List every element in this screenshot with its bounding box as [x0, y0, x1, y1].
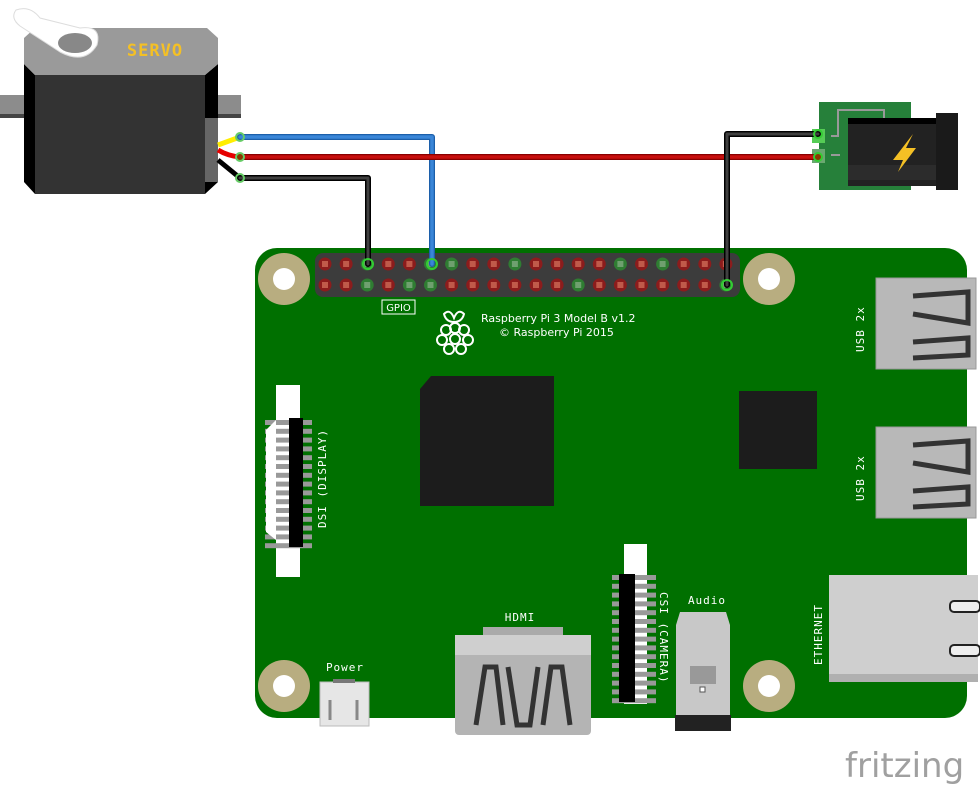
gpio-pin-pad: [343, 282, 350, 288]
connector-pad: [265, 525, 312, 531]
gpio-label-box: [381, 299, 416, 315]
gpio-pin-pad: [490, 282, 497, 288]
gpio-pin-pad: [448, 282, 455, 288]
ethernet-label: ETHERNET: [812, 604, 825, 665]
connector-pad: [265, 472, 312, 478]
dc-power-jack[interactable]: [812, 102, 958, 190]
micro-usb-power-port[interactable]: [319, 679, 370, 727]
connector-pad: [265, 516, 312, 522]
dsi-label: DSI (DISPLAY): [316, 429, 329, 528]
gpio-pin-pad: [511, 261, 518, 267]
hdmi-port[interactable]: [455, 627, 591, 735]
raspberry-logo-icon: [436, 310, 474, 355]
board-title: Raspberry Pi 3 Model B v1.2: [481, 312, 635, 325]
connector-pad: [265, 534, 312, 540]
gpio-pin-pad: [533, 282, 539, 288]
connector-pad: [265, 420, 312, 425]
gpio-pin-pad: [533, 261, 539, 267]
gpio-pin-pad: [554, 282, 561, 288]
gpio-pin-pad: [596, 282, 603, 288]
connector-pad: [265, 508, 312, 513]
gpio-pin-pad: [617, 261, 624, 267]
raspberry-pi-board[interactable]: GPIO Raspberry Pi 3 Model B v1.2 © Raspb…: [255, 248, 980, 735]
gpio-pin-pad: [364, 282, 371, 288]
gpio-pin-pad: [701, 282, 708, 288]
gpio-pin-pad: [511, 282, 518, 288]
servo-label: SERVO: [127, 41, 183, 61]
connector-pad: [265, 543, 312, 549]
connector-pad: [265, 481, 312, 487]
gpio-label: GPIO: [386, 303, 411, 314]
lan-chip: [739, 391, 817, 469]
connector-pad: [265, 455, 312, 461]
gpio-pin-pad: [680, 261, 687, 267]
servo-body: [35, 75, 205, 194]
audio-jack[interactable]: [675, 612, 731, 731]
connector-pad: [265, 446, 312, 452]
gpio-pin-pad: [659, 282, 666, 288]
gpio-pin-pad: [575, 261, 582, 267]
gpio-pin-pad: [322, 261, 328, 267]
gpio-pin-pad: [701, 261, 708, 267]
connector-pad: [265, 428, 312, 434]
gpio-pin-pad: [680, 282, 687, 288]
servo-shaft: [58, 33, 92, 53]
connector-pad: [265, 437, 312, 443]
connector-pad: [265, 499, 312, 505]
gpio-pin-pad: [427, 282, 434, 288]
pcb: [255, 248, 967, 718]
power-label: Power: [326, 661, 364, 674]
connector-pad: [265, 490, 312, 496]
gpio-pin-pad: [469, 282, 476, 288]
gpio-pin-pad: [448, 261, 455, 267]
gpio-pin-pad: [490, 261, 497, 267]
servo-motor[interactable]: SERVO: [0, 8, 242, 194]
usb-port-1[interactable]: [875, 277, 977, 370]
fritzing-logo: fritzing: [845, 746, 964, 786]
gpio-pin-pad: [469, 261, 476, 267]
usb-port-2[interactable]: [875, 426, 977, 519]
ethernet-port[interactable]: [829, 575, 980, 682]
hdmi-label: HDMI: [505, 611, 536, 624]
audio-label: Audio: [688, 594, 726, 607]
gpio-pin-pad: [406, 282, 413, 288]
gpio-pin-pad: [638, 261, 645, 267]
gpio-pin-pad: [596, 261, 603, 267]
gpio-header: [315, 253, 740, 297]
usb2-label: USB 2x: [854, 455, 867, 501]
gpio-pin-pad: [617, 282, 624, 288]
board-copyright: © Raspberry Pi 2015: [499, 326, 614, 339]
gpio-pin-pad: [659, 261, 666, 267]
gpio-pin-pad: [343, 261, 350, 267]
gpio-pin-pad: [406, 261, 413, 267]
gpio-pin-pad: [385, 261, 392, 267]
connector-pad: [265, 464, 312, 469]
gpio-pin-pad: [554, 261, 561, 267]
usb1-label: USB 2x: [854, 306, 867, 352]
csi-label: CSI (CAMERA): [657, 592, 670, 683]
soc-chip: [420, 376, 554, 506]
mount-hole-centers: [273, 268, 780, 697]
gpio-pin-pad: [385, 282, 392, 288]
csi-connector[interactable]: [612, 544, 656, 704]
dsi-connector[interactable]: [265, 385, 312, 577]
gpio-pin-pad: [638, 282, 645, 288]
gpio-pin-pad: [575, 282, 582, 288]
gpio-pin-pad: [322, 282, 328, 288]
lightning-icon: [893, 134, 916, 172]
wire-endpoints: [235, 129, 823, 291]
